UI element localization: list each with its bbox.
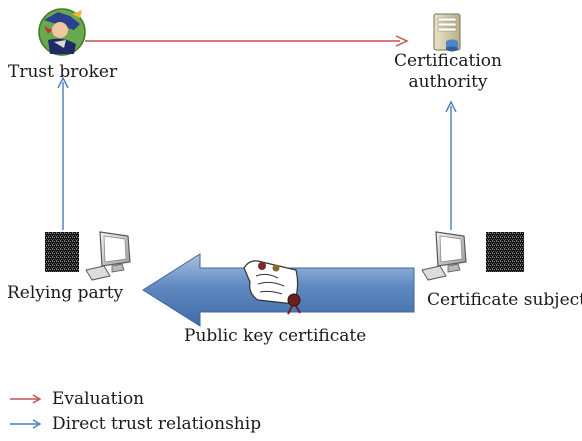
evaluation-arrow — [85, 35, 409, 47]
legend-direct-trust-swatch — [10, 419, 42, 429]
certification-authority-label: Certification authority — [388, 51, 508, 93]
certificate-scroll-icon — [243, 260, 301, 315]
binary-noise-icon — [45, 232, 79, 272]
legend-direct-trust-label: Direct trust relationship — [52, 414, 262, 434]
certification-authority-label-line2: authority — [408, 72, 488, 92]
binary-noise-icon — [486, 232, 524, 272]
legend-evaluation-swatch — [10, 394, 42, 404]
public-key-certificate-label: Public key certificate — [184, 326, 367, 346]
server-icon — [433, 13, 461, 52]
certificate-subject-label: Certificate subject — [427, 290, 582, 310]
certification-authority-label-line1: Certification — [394, 51, 502, 71]
broker-mascot-icon — [38, 8, 86, 56]
direct-trust-arrow-right — [445, 100, 457, 230]
trust-broker-label: Trust broker — [8, 62, 118, 82]
direct-trust-arrow-left — [57, 76, 69, 230]
legend-evaluation-label: Evaluation — [52, 389, 145, 409]
relying-party-label: Relying party — [7, 283, 124, 303]
computer-icon — [421, 231, 467, 281]
computer-icon — [85, 231, 131, 281]
